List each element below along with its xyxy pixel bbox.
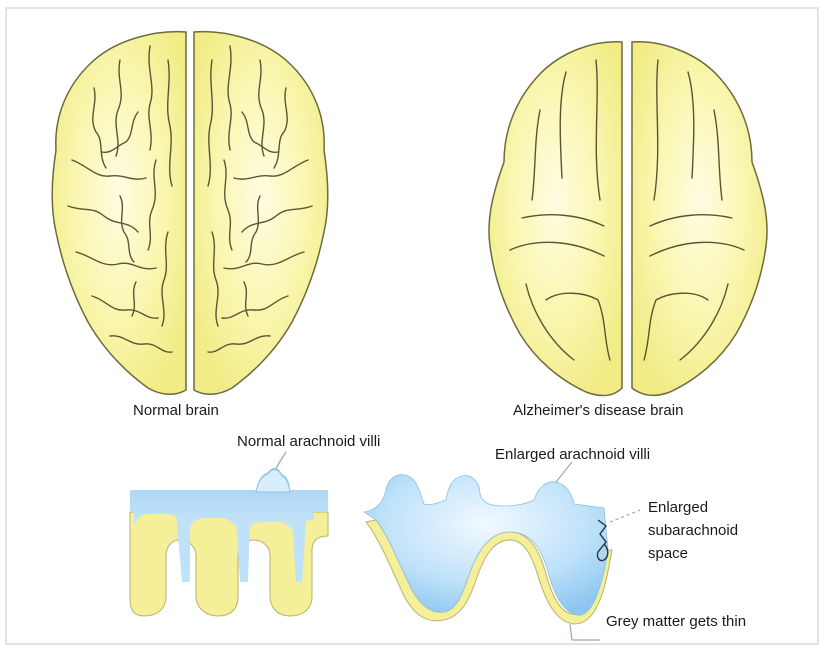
enlarged-space-label-line1: Enlarged xyxy=(648,499,708,516)
enlarged-space-label-line3: space xyxy=(648,545,688,562)
normal-arachnoid-villi xyxy=(256,470,290,492)
normal-brain-label: Normal brain xyxy=(133,402,219,419)
normal-villi-label: Normal arachnoid villi xyxy=(237,433,380,450)
normal-brain-right-hemisphere xyxy=(194,32,328,395)
normal-brain-illustration xyxy=(52,32,328,395)
alzheimers-cortex-cross-section xyxy=(364,475,612,624)
alzheimers-brain-illustration xyxy=(489,42,767,396)
enlarged-villi-label: Enlarged arachnoid villi xyxy=(495,446,650,463)
alzheimers-brain-right-hemisphere xyxy=(632,42,767,396)
alzheimers-brain-label: Alzheimer's disease brain xyxy=(513,402,683,419)
grey-matter-label: Grey matter gets thin xyxy=(606,613,746,630)
enlarged-villi-leader-line xyxy=(556,462,572,482)
normal-villi-leader-line xyxy=(276,452,286,468)
enlarged-space-label-line2: subarachnoid xyxy=(648,522,738,539)
enlarged-space-leader-line xyxy=(610,510,640,522)
normal-brain-left-hemisphere xyxy=(52,32,186,395)
grey-matter-leader-line xyxy=(570,624,600,640)
normal-cortex-cross-section xyxy=(130,468,328,616)
